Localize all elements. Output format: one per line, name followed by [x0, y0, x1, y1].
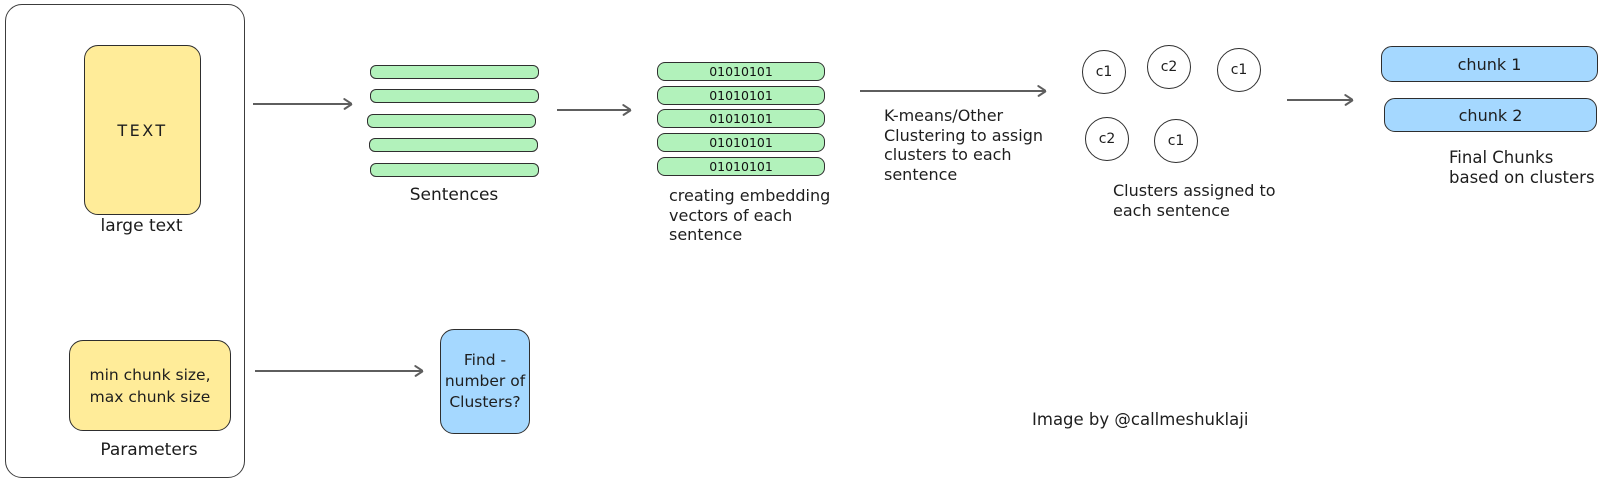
large-text-box-label: TEXT — [117, 120, 168, 140]
chunk-1-label: chunk 1 — [1457, 54, 1522, 74]
embedding-vector-box: 01010101 — [657, 62, 825, 81]
final-chunks-caption-line-1: Final Chunks — [1449, 148, 1554, 167]
embeddings-caption-line-2: vectors of each — [669, 205, 793, 225]
arrow-clusters-to-chunks — [1287, 99, 1353, 101]
final-chunks-caption: Final Chunks based on clusters — [1449, 148, 1595, 188]
cluster-circle-label: c1 — [1095, 64, 1113, 80]
kmeans-label-line-2: Clustering to assign — [884, 125, 1043, 145]
clusters-caption-line-1: Clusters assigned to — [1113, 181, 1276, 200]
kmeans-label-line-1: K-means/Other — [884, 106, 1004, 125]
large-text-caption: large text — [100, 216, 183, 236]
embeddings-caption-line-3: sentence — [669, 225, 743, 244]
find-clusters-line-3: Clusters? — [449, 393, 521, 411]
cluster-circle: c1 — [1217, 48, 1261, 92]
kmeans-label: K-means/Other Clustering to assign clust… — [884, 106, 1043, 184]
embedding-vector-box: 01010101 — [657, 86, 825, 105]
cluster-circle-label: c1 — [1167, 133, 1185, 149]
sentences-caption: Sentences — [409, 185, 499, 205]
embeddings-caption-line-1: creating embedding — [669, 186, 831, 205]
kmeans-label-line-4: sentence — [884, 164, 958, 184]
parameters-line-2: max chunk size — [89, 387, 211, 406]
parameters-box: min chunk size, max chunk size — [69, 340, 231, 431]
sentence-bar — [370, 163, 539, 177]
embeddings-caption: creating embedding vectors of each sente… — [669, 186, 830, 245]
embedding-vector-box: 01010101 — [657, 109, 825, 128]
sentence-bar — [369, 138, 538, 152]
parameters-caption: Parameters — [100, 440, 198, 460]
chunk-2-box: chunk 2 — [1384, 98, 1597, 132]
arrow-kmeans-clustering — [860, 90, 1046, 92]
parameters-line-1: min chunk size, — [89, 365, 211, 384]
find-clusters-line-2: number of — [444, 372, 526, 390]
sentence-bar — [370, 65, 539, 79]
cluster-circle: c1 — [1154, 119, 1198, 163]
embedding-vector-value: 01010101 — [709, 135, 773, 150]
clusters-caption-line-2: each sentence — [1113, 201, 1230, 220]
cluster-circle: c2 — [1147, 45, 1191, 89]
chunk-2-label: chunk 2 — [1458, 105, 1523, 125]
chunk-1-box: chunk 1 — [1381, 46, 1598, 82]
sentence-bar — [370, 89, 539, 103]
find-clusters-line-1: Find - — [463, 351, 507, 369]
cluster-circle-label: c2 — [1098, 131, 1116, 147]
large-text-box: TEXT — [84, 45, 201, 215]
embedding-vector-value: 01010101 — [709, 111, 773, 126]
embedding-vector-box: 01010101 — [657, 157, 825, 176]
cluster-circle-label: c1 — [1230, 62, 1248, 78]
arrow-text-to-sentences — [253, 103, 352, 105]
find-clusters-box: Find - number of Clusters? — [440, 329, 530, 434]
kmeans-label-line-3: clusters to each — [884, 145, 1012, 164]
clusters-caption: Clusters assigned to each sentence — [1113, 181, 1276, 221]
cluster-circle: c2 — [1085, 117, 1129, 161]
cluster-circle: c1 — [1082, 50, 1126, 94]
final-chunks-caption-line-2: based on clusters — [1449, 168, 1595, 187]
embedding-vector-value: 01010101 — [709, 64, 773, 79]
sentence-bar — [367, 114, 536, 128]
cluster-circle-label: c2 — [1160, 59, 1178, 75]
arrow-params-to-find — [255, 370, 423, 372]
embedding-vector-value: 01010101 — [709, 159, 773, 174]
input-panel: TEXT large text min chunk size, max chun… — [5, 4, 245, 478]
embedding-vector-box: 01010101 — [657, 133, 825, 152]
credit-text: Image by @callmeshuklaji — [1032, 410, 1249, 429]
embedding-vector-value: 01010101 — [709, 88, 773, 103]
arrow-sentences-to-embeddings — [557, 109, 631, 111]
